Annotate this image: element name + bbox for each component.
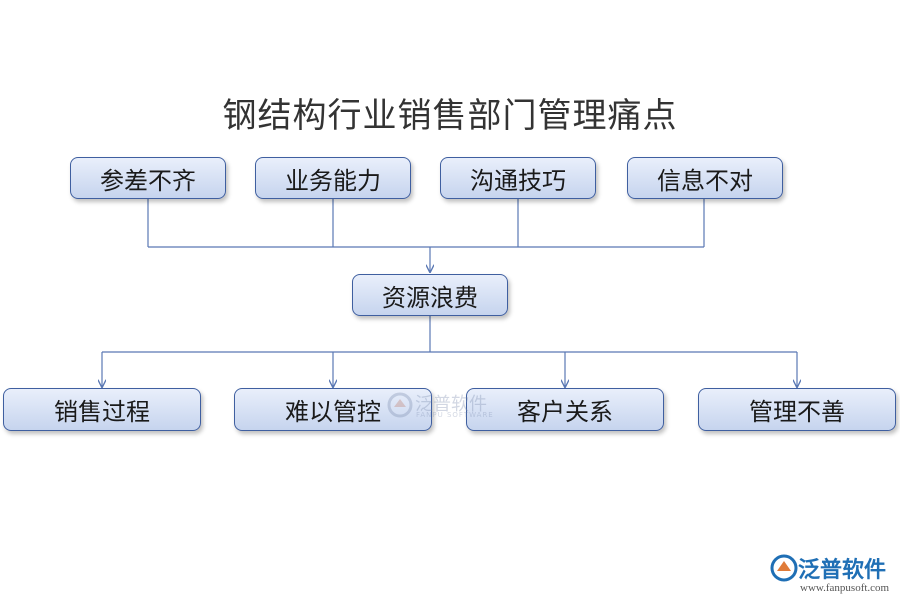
effect-node-2: 难以管控 — [234, 388, 432, 431]
cause-node-2: 业务能力 — [255, 157, 411, 199]
watermark: 泛普软件 FANPU SOFTWARE — [385, 390, 495, 420]
effect-node-4: 管理不善 — [698, 388, 896, 431]
brand-url: www.fanpusoft.com — [800, 582, 890, 594]
brand-logo-icon — [770, 554, 798, 582]
watermark-text: 泛普软件 — [415, 394, 487, 415]
cause-node-3: 沟通技巧 — [440, 157, 596, 199]
brand-logo: 泛普软件 www.fanpusoft.com — [770, 552, 895, 600]
cause-node-4: 信息不对 — [627, 157, 783, 199]
effect-node-3: 客户关系 — [466, 388, 664, 431]
watermark-subtext: FANPU SOFTWARE — [416, 411, 494, 419]
center-node: 资源浪费 — [352, 274, 508, 316]
effect-node-1: 销售过程 — [3, 388, 201, 431]
cause-node-1: 参差不齐 — [70, 157, 226, 199]
diagram-title: 钢结构行业销售部门管理痛点 — [222, 96, 678, 136]
watermark-logo-icon — [387, 392, 413, 418]
brand-logo-text: 泛普软件 — [798, 558, 887, 583]
